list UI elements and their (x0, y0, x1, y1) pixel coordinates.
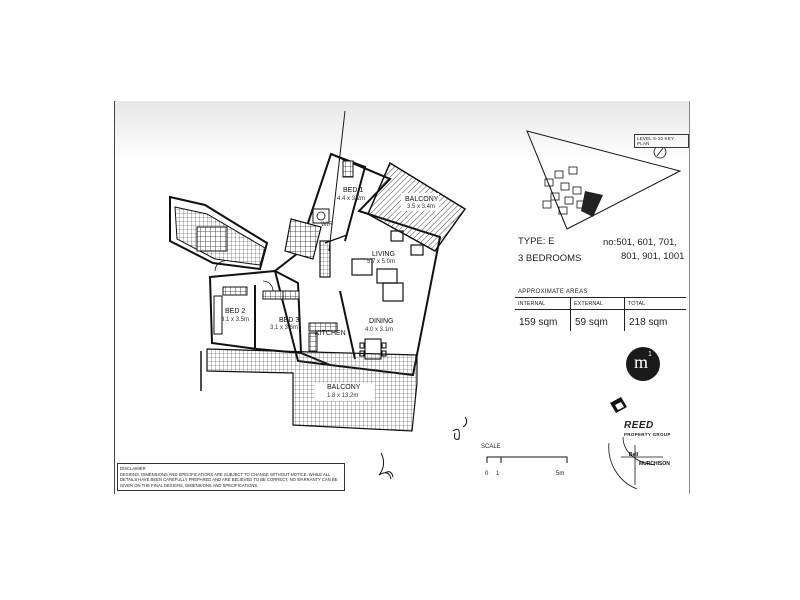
floor-plan-drawing: BED 1 4.4 x 3.2m BALCONY 3.5 x 3.4m LIVI… (169, 110, 682, 490)
key-plan-tag: LEVEL 5-10 KEY PLAN (634, 134, 689, 148)
room-living-dim: 5.7 x 5.0m (367, 259, 395, 265)
reed-logo-icon (610, 397, 627, 413)
room-balcony-top-dim: 3.5 x 3.4m (407, 204, 435, 210)
room-kitchen-name: KITCHEN (315, 330, 346, 337)
room-bed1-name: BED 1 (343, 187, 363, 194)
room-balcony-top-name: BALCONY (405, 196, 439, 203)
unit-numbers-line-2: 801, 901, 1001 (621, 251, 685, 262)
location-map: Bell MURCHISON (608, 436, 670, 490)
door-swings (214, 260, 274, 292)
living-furniture (319, 230, 424, 302)
unit-numbers: no:501, 601, 701, 801, 901, 1001 (603, 236, 693, 264)
bathroom-left (196, 226, 228, 252)
room-bed2-name: BED 2 (225, 308, 245, 315)
room-dining-dim: 4.0 x 3.1m (365, 327, 393, 333)
room-wir-label: WIR (321, 222, 333, 228)
dining-table (359, 338, 387, 360)
floor-plan-sheet: BED 1 4.4 x 3.2m BALCONY 3.5 x 3.4m LIVI… (114, 101, 690, 494)
disclaimer-text: DESIGNS, DIMENSIONS AND SPECIFICATIONS A… (120, 471, 338, 488)
handwritten-mark-icon (378, 416, 468, 480)
unit-numbers-line-1: no:501, 601, 701, (603, 237, 677, 248)
room-living-name: LIVING (372, 251, 395, 258)
m1-logo-mark: m (634, 352, 649, 372)
disclaimer-heading: DISCLAIMER (120, 466, 146, 471)
unit-bedrooms-label: 3 BEDROOMS (518, 253, 582, 264)
areas-header-external: EXTERNAL (570, 297, 625, 310)
m1-logo-sup: 1 (648, 351, 652, 358)
room-balcony-bottom-dim: 1.8 x 13.2m (327, 393, 358, 399)
boundary-line (328, 110, 346, 252)
areas-header-row: INTERNAL EXTERNAL TOTAL (515, 297, 686, 310)
areas-title: APPROXIMATE AREAS (518, 289, 588, 295)
reed-logo-name: REED (624, 420, 654, 431)
scale-tick-5: 5m (556, 471, 565, 477)
street-a-label: Bell (629, 452, 639, 458)
m1-logo: m 1 (626, 347, 660, 381)
areas-header-total: TOTAL (624, 297, 686, 310)
street-b-label: MURCHISON (639, 461, 670, 467)
scale-label: SCALE (481, 444, 501, 450)
room-bed1-dim: 4.4 x 3.2m (337, 196, 365, 202)
scale-tick-0: 0 (485, 471, 489, 477)
kitchen-benches (308, 322, 338, 352)
room-balcony-bottom-name: BALCONY (327, 384, 361, 391)
room-dining-name: DINING (369, 318, 394, 325)
areas-table: INTERNAL EXTERNAL TOTAL 159 sqm 59 sqm 2… (515, 297, 686, 331)
room-bed2-dim: 3.1 x 3.5m (221, 317, 249, 323)
room-bed3-dim: 3.1 x 3.6m (270, 325, 298, 331)
scale-bar (486, 456, 568, 463)
areas-value-total: 218 sqm (624, 309, 686, 331)
bed-furniture (213, 160, 354, 335)
areas-value-internal: 159 sqm (519, 316, 558, 328)
key-plan (526, 130, 682, 230)
ensuite (284, 208, 330, 260)
balcony-top (367, 161, 467, 252)
areas-value-row: 159 sqm 59 sqm 218 sqm (515, 309, 686, 331)
disclaimer-box: DISCLAIMER DESIGNS, DIMENSIONS AND SPECI… (117, 463, 345, 491)
room-bed3-name: BED 3 (279, 317, 299, 324)
scale-tick-1: 1 (496, 471, 500, 477)
areas-value-external: 59 sqm (570, 309, 625, 331)
balcony-bottom (200, 348, 418, 432)
reed-logo-sub: PROPERTY GROUP (624, 432, 671, 437)
areas-header-internal: INTERNAL (515, 297, 571, 310)
unit-type-label: TYPE: E (518, 236, 555, 247)
